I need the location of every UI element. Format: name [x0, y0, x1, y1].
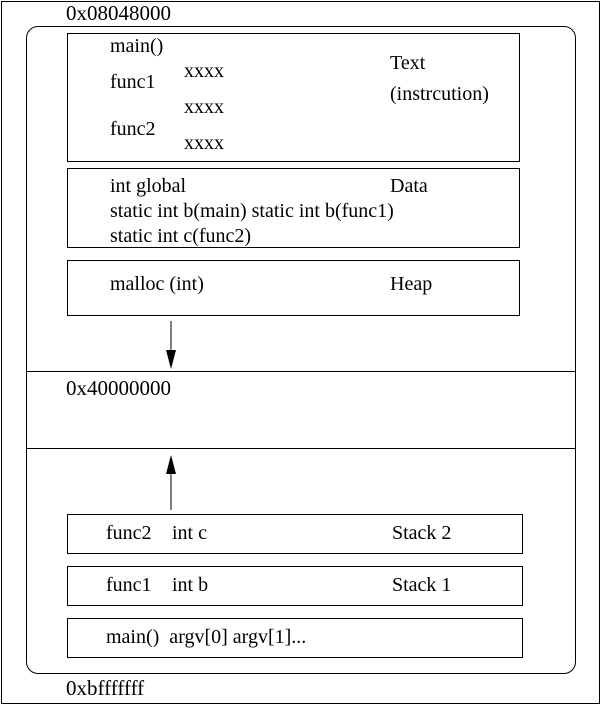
data-segment-label: Data — [390, 175, 428, 197]
text-segment-sublabel: (instrcution) — [390, 83, 489, 105]
stack1-func: func1 — [106, 574, 152, 596]
stack2-label: Stack 2 — [392, 522, 452, 544]
heap-growth-arrowhead — [166, 350, 176, 369]
data-line-1: int global — [110, 175, 187, 197]
instruction-3: xxxx — [184, 132, 224, 154]
stack2-func: func2 — [106, 522, 152, 544]
stack1-var: int b — [172, 574, 209, 596]
text-main-label: main() — [110, 35, 164, 57]
stack1-box — [67, 566, 523, 606]
address-top: 0x08048000 — [66, 1, 171, 25]
text-func1-label: func1 — [110, 71, 156, 93]
heap-segment-label: Heap — [390, 273, 433, 295]
data-line-3: static int c(func2) — [110, 225, 252, 247]
heap-content: malloc (int) — [110, 273, 204, 295]
process-address-space — [26, 26, 576, 674]
data-segment-box — [67, 168, 520, 248]
stack2-var: int c — [172, 522, 207, 544]
text-segment-label: Text — [390, 52, 426, 74]
stack2-box — [67, 514, 523, 554]
main-stack-box — [67, 618, 523, 658]
instruction-2: xxxx — [184, 96, 224, 118]
data-line-2: static int b(main) static int b(func1) — [110, 200, 394, 222]
heap-segment-box — [67, 260, 520, 316]
mmap-region-top-line — [26, 371, 576, 372]
instruction-1: xxxx — [184, 60, 224, 82]
mmap-region-bottom-line — [26, 448, 576, 449]
text-segment-box — [67, 33, 520, 162]
address-bottom: 0xbfffffff — [66, 676, 145, 700]
stack1-label: Stack 1 — [392, 574, 452, 596]
text-func2-label: func2 — [110, 118, 156, 140]
address-middle: 0x40000000 — [66, 376, 171, 400]
stack-growth-arrowhead — [166, 455, 176, 474]
main-stack-content: main() argv[0] argv[1]... — [106, 626, 307, 648]
